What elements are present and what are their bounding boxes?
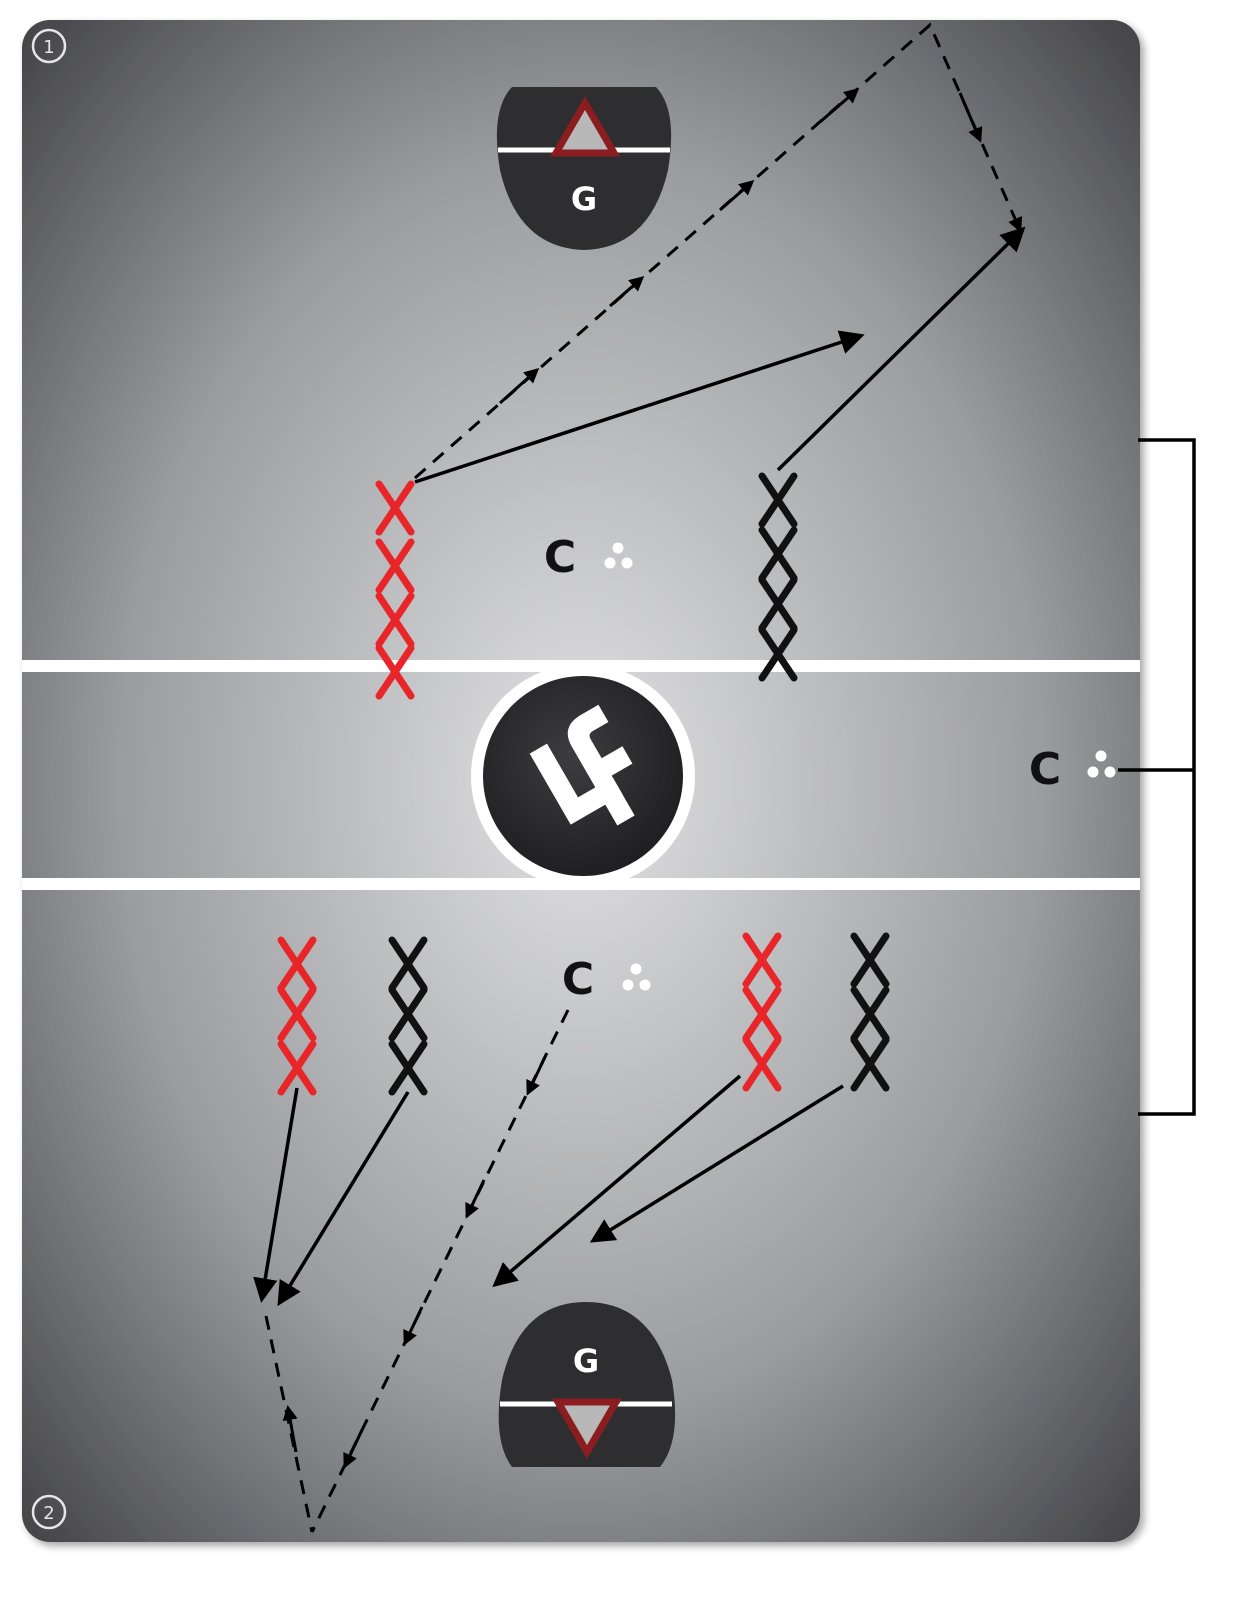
player-lines bbox=[277, 472, 890, 1096]
coach-top: C bbox=[544, 532, 633, 583]
attack-player-x bbox=[375, 644, 415, 700]
attack-line-bottom-right bbox=[742, 932, 782, 1092]
defense-player-x bbox=[388, 1040, 428, 1096]
attack-player-x bbox=[277, 986, 317, 1042]
rotation-bracket bbox=[1138, 438, 1196, 1116]
coach-right: C bbox=[1029, 744, 1116, 795]
run-path-bottom-red-left bbox=[253, 1087, 299, 1303]
defense-player-x bbox=[850, 932, 890, 988]
lf-logo-icon bbox=[471, 664, 695, 888]
run-path-bottom-black-right bbox=[589, 1084, 844, 1243]
goal-triangle-top bbox=[549, 96, 621, 157]
goalie-label-bottom: G bbox=[573, 1342, 599, 1380]
run-path-top-black bbox=[776, 226, 1026, 472]
defense-player-x bbox=[758, 576, 798, 632]
defense-player-x bbox=[388, 986, 428, 1042]
ball-pile-bottom bbox=[622, 963, 651, 991]
step-badge-1-label: 1 bbox=[43, 37, 54, 58]
step-badge-2: 2 bbox=[31, 1494, 67, 1530]
defense-player-x bbox=[758, 626, 798, 682]
attack-player-x bbox=[375, 538, 415, 594]
coach-bottom-label: C bbox=[562, 954, 594, 1005]
defense-player-x bbox=[758, 526, 798, 582]
pass-path-bottom-return bbox=[264, 1315, 314, 1533]
attack-player-x bbox=[742, 1036, 782, 1092]
goal-crease-top: G bbox=[496, 87, 672, 250]
coach-bottom: C bbox=[562, 954, 651, 1005]
run-path-top-red bbox=[414, 330, 865, 484]
coach-right-label: C bbox=[1029, 744, 1061, 795]
attack-player-x bbox=[277, 1040, 317, 1096]
defense-line-top bbox=[758, 472, 798, 682]
ball-pile-right bbox=[1087, 750, 1116, 778]
defense-player-x bbox=[758, 472, 798, 528]
coach-top-label: C bbox=[544, 532, 576, 583]
step-badge-2-label: 2 bbox=[43, 1503, 54, 1524]
attack-line-top bbox=[375, 480, 415, 700]
attack-player-x bbox=[375, 592, 415, 648]
defense-player-x bbox=[850, 1036, 890, 1092]
defense-player-x bbox=[850, 986, 890, 1042]
defense-player-x bbox=[388, 936, 428, 992]
step-badge-1: 1 bbox=[31, 28, 67, 64]
ball-pile-top bbox=[604, 542, 633, 569]
attack-line-bottom-left bbox=[277, 936, 317, 1096]
pass-path-top bbox=[414, 22, 1023, 480]
defense-line-bottom-left bbox=[388, 936, 428, 1096]
goal-crease-bottom: G bbox=[498, 1302, 676, 1467]
attack-player-x bbox=[742, 932, 782, 988]
goal-triangle-bottom bbox=[551, 1398, 623, 1459]
attack-player-x bbox=[375, 480, 415, 536]
attack-player-x bbox=[277, 936, 317, 992]
goalie-label-top: G bbox=[571, 180, 597, 218]
run-path-bottom-red-right bbox=[492, 1074, 742, 1288]
run-path-bottom-black-left bbox=[277, 1091, 410, 1307]
attack-player-x bbox=[742, 986, 782, 1042]
movement-paths bbox=[253, 22, 1026, 1533]
defense-line-bottom-right bbox=[850, 932, 890, 1092]
